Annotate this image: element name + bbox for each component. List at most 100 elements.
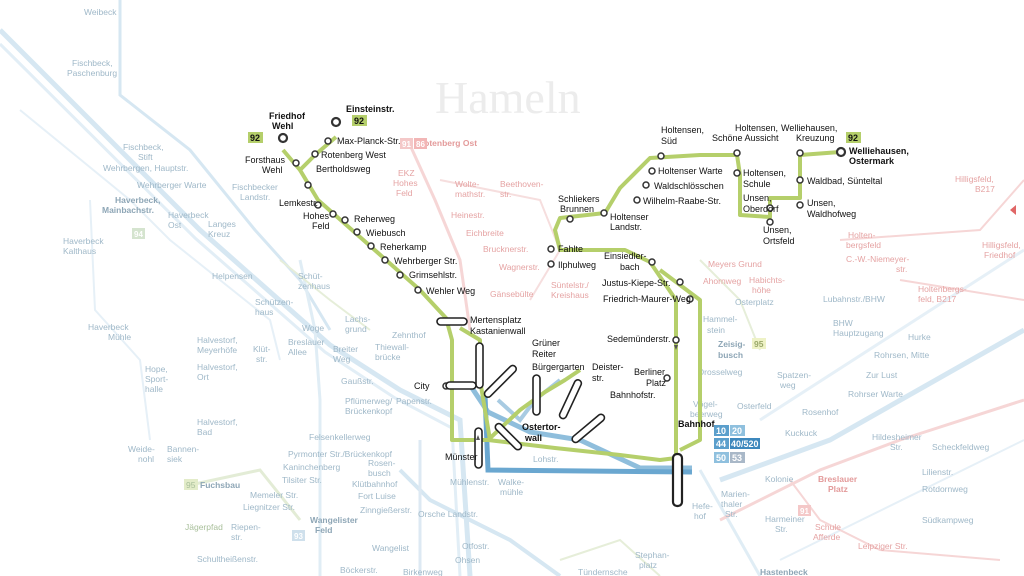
stop-marker-ilphulweg[interactable] bbox=[547, 260, 555, 268]
stop-marker-holtenser-landstr[interactable] bbox=[600, 209, 608, 217]
stop-halvestorf-meyer: Halvestorf, bbox=[197, 335, 238, 345]
stop-hope: Hope, bbox=[145, 364, 168, 374]
stop-haverbeck-kalt-2: Kalthaus bbox=[63, 246, 96, 256]
badge-91-rotenberg: 91 bbox=[402, 140, 411, 149]
stop-rotenberg-ost: Rotenberg Ost bbox=[418, 138, 477, 148]
stop-marker-wilhelm-raabe[interactable] bbox=[633, 196, 641, 204]
stop-marker-grimsehlstr[interactable] bbox=[396, 271, 404, 279]
label-rotenberg-west: Rotenberg West bbox=[321, 150, 386, 160]
stop-wehrbergen-haupt: Wehrbergen, Hauptstr. bbox=[103, 163, 188, 173]
stop-riepen-2: str. bbox=[231, 532, 242, 542]
badge-93-wangelist: 93 bbox=[294, 532, 303, 541]
stop-marker-holtensen-sued[interactable] bbox=[657, 152, 665, 160]
stop-breslauer-allee: Breslauer bbox=[288, 337, 325, 347]
route-badge-friedhof bbox=[248, 132, 263, 143]
stop-stephanplatz: Stephan- bbox=[635, 550, 670, 560]
stop-harmeiner-2: Str. bbox=[775, 524, 788, 534]
stop-marker-reherweg[interactable] bbox=[341, 216, 349, 224]
stop-cv-niemeyer-2: str. bbox=[896, 264, 907, 274]
stop-beethoven: Beethoven- bbox=[500, 179, 544, 189]
stop-haverbeck-muehle: Haverbeck bbox=[88, 322, 129, 332]
label-reherweg: Reherweg bbox=[354, 214, 395, 224]
stop-marker-berliner-platz[interactable] bbox=[663, 374, 671, 382]
stop-marker-fahlte[interactable] bbox=[547, 245, 555, 253]
stop-birkenweg: Birkenweg bbox=[403, 567, 443, 576]
stop-suentelstr-2: Kreishaus bbox=[551, 290, 589, 300]
stop-marker-unsen-waldhof[interactable] bbox=[796, 201, 804, 209]
stop-marker-einsteinstr[interactable] bbox=[330, 116, 342, 128]
stop-muehlenstr: Mühlenstr. bbox=[450, 477, 489, 487]
stop-marker-unsen-ortsfeld[interactable] bbox=[766, 218, 774, 226]
stop-marker-schliekers[interactable] bbox=[566, 215, 574, 223]
badge-40-520-text: 40/520 bbox=[731, 439, 759, 449]
stop-hildesheimer: Hildesheimer bbox=[872, 432, 922, 442]
stop-marker-mertensplatz[interactable] bbox=[436, 317, 468, 326]
stop-wolte-2: mathstr. bbox=[455, 189, 485, 199]
stop-leipziger: Leipziger Str. bbox=[858, 541, 908, 551]
stop-zeisigbusch-2: busch bbox=[718, 350, 743, 360]
stop-marker-holtensen-schoene[interactable] bbox=[733, 149, 741, 157]
stop-zur-lust: Zur Lust bbox=[866, 370, 898, 380]
stop-bhw-2: Hauptzugang bbox=[833, 328, 884, 338]
stop-marker-city-pill[interactable] bbox=[445, 381, 477, 390]
stop-marker-lemkestr[interactable] bbox=[314, 201, 322, 209]
stop-marker-waldschloesschen[interactable] bbox=[642, 181, 650, 189]
stop-marker-holtenser-warte[interactable] bbox=[648, 167, 656, 175]
stop-hilligsfeld-b217-2: B217 bbox=[975, 184, 995, 194]
stop-felsenkellerweg: Felsenkellerweg bbox=[309, 432, 371, 442]
stop-marker-rotenberg-west[interactable] bbox=[311, 150, 319, 158]
label-berliner-platz-2: Platz bbox=[646, 378, 667, 388]
stop-marker-welli-kreuzung[interactable] bbox=[796, 149, 804, 157]
label-bertholdsweg: Bertholdsweg bbox=[316, 164, 371, 174]
label-friedrich-maurer: Friedrich-Maurer-Weg bbox=[603, 294, 691, 304]
stop-klueter: Klüt- bbox=[253, 344, 271, 354]
stop-marker-welli-ostermark[interactable] bbox=[835, 146, 847, 158]
stop-marker-holtensen-schule[interactable] bbox=[733, 169, 741, 177]
stop-marker-friedrich-maurer[interactable] bbox=[686, 295, 694, 303]
stop-marker-ostertorwall[interactable] bbox=[494, 422, 523, 451]
stop-breiter-weg: Breiter bbox=[333, 344, 358, 354]
bahnhof-line-badges: 10 20 44 40/520 50 53 bbox=[714, 425, 760, 463]
label-unsen-waldhof: Unsen, bbox=[807, 198, 836, 208]
stop-marker-bahnhof[interactable] bbox=[671, 452, 684, 508]
stop-marker-forsthaus[interactable] bbox=[292, 159, 300, 167]
stop-haverbeck-main-2: Mainbachstr. bbox=[102, 205, 154, 215]
route-badge-einsteinstr-text: 92 bbox=[354, 116, 364, 126]
stop-marker-bahnhofstr[interactable] bbox=[571, 413, 606, 444]
stop-marker-justus-kiepe[interactable] bbox=[676, 278, 684, 286]
stop-marker-reherkamp[interactable] bbox=[367, 242, 375, 250]
stop-marker-bertholdsweg[interactable] bbox=[304, 181, 312, 189]
stop-marker-sedemuender[interactable] bbox=[672, 336, 680, 344]
label-gruener-reiter-2: Reiter bbox=[532, 349, 556, 359]
stop-papenstr: Papenstr. bbox=[396, 396, 432, 406]
stop-thiewall: Thiewall- bbox=[375, 342, 409, 352]
stop-wehrberger-warte: Wehrberger Warte bbox=[137, 180, 207, 190]
stop-marker-max-planck[interactable] bbox=[324, 137, 332, 145]
label-wilhelm-raabe: Wilhelm-Raabe-Str. bbox=[643, 196, 721, 206]
stop-marker-wehler-weg[interactable] bbox=[414, 286, 422, 294]
stop-marker-einsiedlerbach[interactable] bbox=[648, 258, 656, 266]
stop-marker-gruener-reiter[interactable] bbox=[483, 364, 518, 399]
stop-marker-muenster[interactable] bbox=[474, 427, 483, 469]
stop-osterfeld: Osterfeld bbox=[737, 401, 772, 411]
stop-ekz-3: Feld bbox=[396, 188, 413, 198]
stop-marker-friedhof-wehl[interactable] bbox=[277, 132, 289, 144]
stop-eichbreite: Eichbreite bbox=[466, 228, 504, 238]
label-holtensen-sued: Holtensen, bbox=[661, 125, 704, 135]
stop-helpensen: Helpensen bbox=[212, 271, 253, 281]
stop-marker-wehrberger[interactable] bbox=[381, 256, 389, 264]
stop-rosenbusch: Rosen- bbox=[368, 458, 396, 468]
stop-fischbeck-stift: Fischbeck, bbox=[123, 142, 164, 152]
direction-arrows bbox=[476, 205, 1016, 440]
stop-marker-kastanienwall[interactable] bbox=[475, 342, 484, 389]
stop-marker-hohes-feld[interactable] bbox=[329, 210, 337, 218]
badge-10-text: 10 bbox=[716, 426, 726, 436]
stop-schuetzenwall-2: zenhaus bbox=[298, 281, 330, 291]
stop-halvestorf-ort: Halvestorf, bbox=[197, 362, 238, 372]
stop-marker-waldbad[interactable] bbox=[796, 176, 804, 184]
stop-thiewall-2: brücke bbox=[375, 352, 401, 362]
stop-marker-wiebusch[interactable] bbox=[353, 228, 361, 236]
stop-marker-deisterstr[interactable] bbox=[558, 379, 583, 420]
stop-marker-buergergarten[interactable] bbox=[532, 374, 541, 416]
stop-marker-unsen-oberdorf[interactable] bbox=[766, 204, 774, 212]
